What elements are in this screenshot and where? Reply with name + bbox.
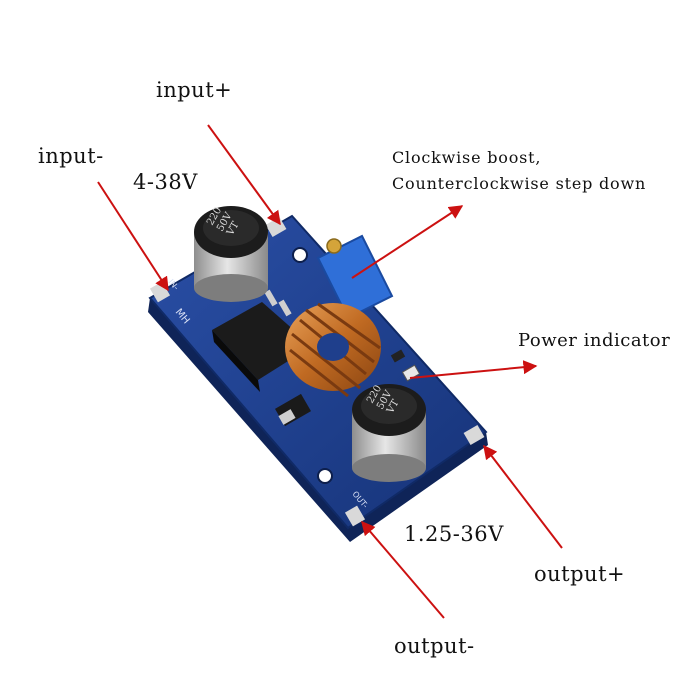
output-capacitor xyxy=(352,384,426,482)
arrow-output-minus xyxy=(361,520,445,619)
pad-output-minus xyxy=(344,505,366,527)
mount-hole xyxy=(317,468,333,484)
arrow-output-plus xyxy=(483,444,563,549)
label-power-indicator: Power indicator xyxy=(518,330,671,351)
label-pot-line1: Clockwise boost, xyxy=(392,148,542,167)
pot-screw xyxy=(326,238,342,254)
arrow-power-indicator xyxy=(409,360,538,379)
arrow-input-minus xyxy=(97,181,169,292)
ic-chip xyxy=(212,302,312,380)
label-output-minus: output- xyxy=(394,634,475,658)
arrow-input-plus xyxy=(207,124,281,226)
pad-output-plus xyxy=(463,424,485,446)
label-input-plus: input+ xyxy=(156,78,233,102)
label-input-voltage: 4-38V xyxy=(133,170,198,194)
mount-hole xyxy=(292,247,308,263)
input-capacitor xyxy=(194,206,268,302)
label-output-plus: output+ xyxy=(534,562,626,586)
label-pot-line2: Counterclockwise step down xyxy=(392,174,647,193)
label-output-voltage: 1.25-36V xyxy=(404,522,504,546)
label-input-minus: input- xyxy=(38,144,104,168)
arrow-potentiometer xyxy=(351,205,464,279)
inductor-coil xyxy=(285,302,381,398)
